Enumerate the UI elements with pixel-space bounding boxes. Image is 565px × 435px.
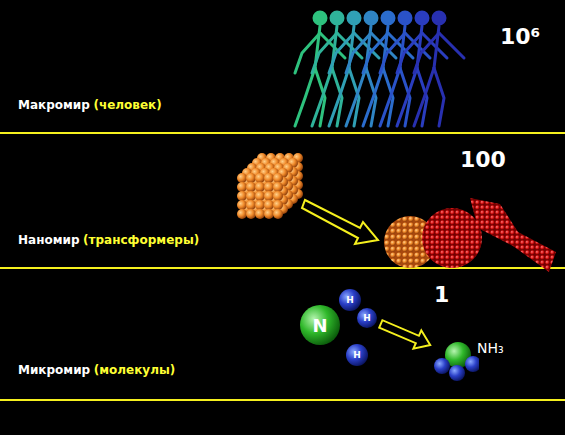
atom-circle: H [357,308,377,328]
reaction-arrow [379,320,430,349]
scale-name: Микромир [18,363,90,377]
atom-circle: N [300,305,340,345]
red-cluster [422,208,482,268]
band-title: Наномир (трансформеры) [18,233,199,247]
red-nanotube [470,198,556,272]
scale-factor: 100 [460,147,506,172]
molecule: NH₃ [433,340,507,384]
molecule-formula: NH₃ [477,340,504,356]
atom-circle: H [339,289,361,311]
scale-example: (человек) [93,98,161,112]
nanocube [237,153,303,219]
band-panel: Макромир(человек) 10⁶ [0,0,565,133]
band-panel: Микромир(молекулы)1NHHHNH₃ [0,268,565,400]
atom-symbol: H [346,344,368,366]
atom-symbol: H [357,308,377,328]
band-title: Макромир(человек) [18,98,162,112]
band-divider [0,133,565,400]
atom-symbol: H [339,289,361,311]
atom-circle: H [346,344,368,366]
dancing-figures [295,12,464,126]
scale-factor: 1 [434,282,449,307]
band-title: Микромир (молекулы) [18,363,175,377]
molecule-shape [433,340,479,384]
scale-example: (молекулы) [94,363,176,377]
band-panel: Наномир (трансформеры) 100 [0,133,565,268]
scale-name: Наномир [18,233,79,247]
scale-factor: 10⁶ [500,24,540,49]
scale-example: (трансформеры) [83,233,199,247]
atom-symbol: N [300,305,340,345]
scale-name: Макромир [18,98,90,112]
transform-arrow [302,200,378,244]
